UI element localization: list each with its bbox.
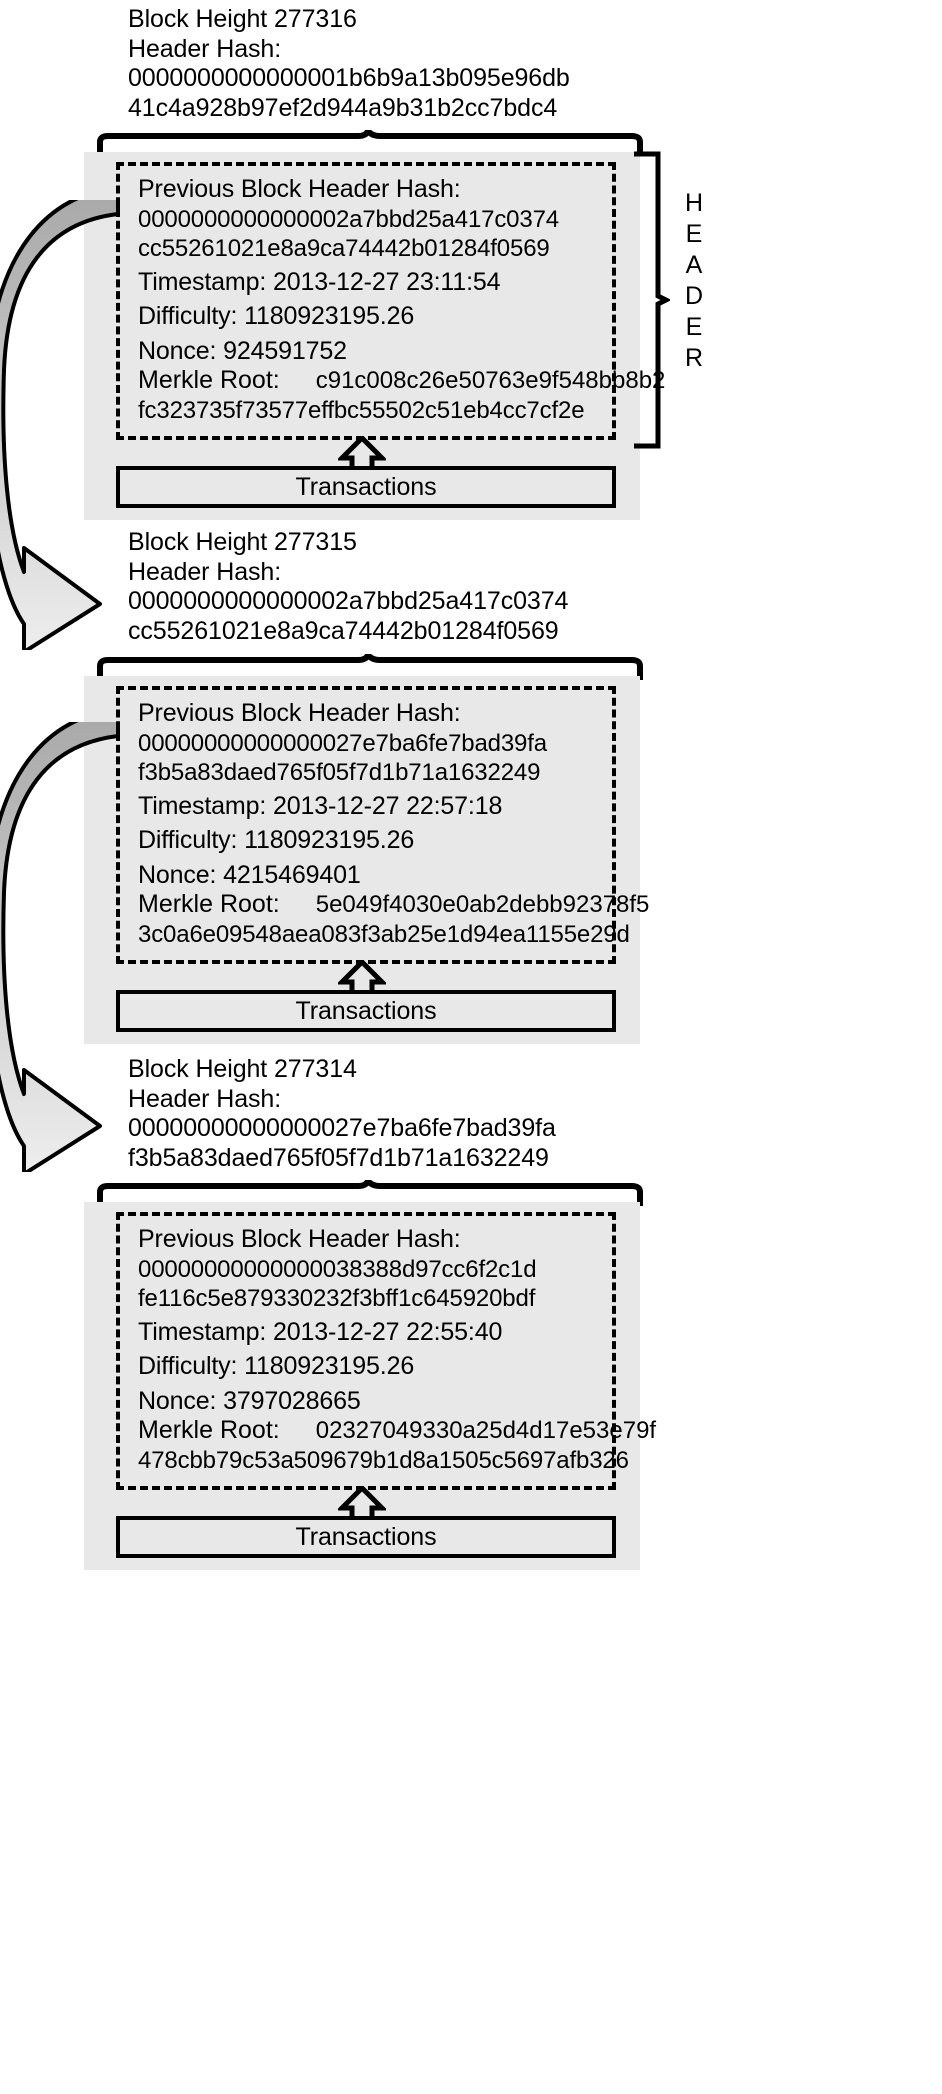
timestamp-field: Timestamp: 2013-12-27 22:57:18 bbox=[138, 791, 503, 820]
nonce-field: Nonce: 4215469401 bbox=[138, 860, 361, 889]
transactions-bar-277315[interactable]: Transactions bbox=[116, 990, 616, 1032]
merkle-root-line-1: 5e049f4030e0ab2debb92378f5 bbox=[315, 891, 650, 918]
transactions-bar-277316[interactable]: Transactions bbox=[116, 466, 616, 508]
block-header-region-277316: Previous Block Header Hash: 000000000000… bbox=[116, 162, 665, 440]
nonce-field: Nonce: 3797028665 bbox=[138, 1386, 361, 1415]
block-header-region-277314: Previous Block Header Hash: 000000000000… bbox=[116, 1212, 656, 1490]
block-brace-top bbox=[97, 1180, 643, 1206]
chain-link-arrow-277315-to-277314 bbox=[0, 722, 120, 1172]
previous-hash-line-1: 0000000000000002a7bbd25a417c0374 bbox=[138, 205, 559, 233]
header-hash-label: Header Hash: bbox=[128, 34, 282, 63]
merkle-root-row: Merkle Root: 02327049330a25d4d17e53e79f bbox=[138, 1416, 656, 1446]
merkle-root-label: Merkle Root: bbox=[138, 890, 280, 918]
block-height-label: Block Height 277316 bbox=[128, 5, 357, 33]
header-letter-h: H bbox=[684, 189, 704, 217]
difficulty-field: Difficulty: 1180923195.26 bbox=[138, 1352, 415, 1380]
previous-hash-label: Previous Block Header Hash: bbox=[138, 1225, 461, 1253]
transactions-bar-277314[interactable]: Transactions bbox=[116, 1516, 616, 1558]
merkle-root-line-1: c91c008c26e50763e9f548bb8b2 bbox=[315, 367, 666, 394]
header-letter-e1: E bbox=[685, 220, 703, 248]
transactions-label: Transactions bbox=[295, 472, 437, 501]
header-hash-line-1: 00000000000000027e7ba6fe7bad39fa bbox=[128, 1114, 556, 1142]
merkle-root-label: Merkle Root: bbox=[138, 366, 280, 394]
timestamp-field: Timestamp: 2013-12-27 22:55:40 bbox=[138, 1317, 503, 1346]
header-hash-label: Header Hash: bbox=[128, 557, 282, 586]
merkle-root-line-2: 3c0a6e09548aea083f3ab25e1d94ea1155e29d bbox=[138, 920, 630, 948]
previous-hash-label: Previous Block Header Hash: bbox=[138, 175, 461, 203]
merkle-root-line-2: fc323735f73577effbc55502c51eb4cc7cf2e bbox=[138, 396, 585, 424]
header-letter-d: D bbox=[684, 282, 704, 310]
header-letter-e2: E bbox=[685, 313, 703, 341]
merkle-root-row: Merkle Root: c91c008c26e50763e9f548bb8b2 bbox=[138, 366, 665, 396]
header-hash-line-1: 0000000000000002a7bbd25a417c0374 bbox=[128, 587, 569, 615]
previous-hash-line-2: cc55261021e8a9ca74442b01284f0569 bbox=[138, 234, 550, 262]
transactions-label: Transactions bbox=[295, 996, 437, 1025]
block-caption-277316: Block Height 277316 Header Hash: 0000000… bbox=[128, 5, 570, 123]
previous-hash-line-2: fe116c5e879330232f3bff1c645920bdf bbox=[138, 1284, 536, 1312]
previous-hash-label: Previous Block Header Hash: bbox=[138, 699, 461, 727]
header-bracket-label: H E A D E R bbox=[680, 188, 708, 374]
merkle-root-label: Merkle Root: bbox=[138, 1416, 280, 1444]
block-header-region-277315: Previous Block Header Hash: 000000000000… bbox=[116, 686, 649, 964]
block-brace-top bbox=[97, 130, 643, 156]
header-hash-line-1: 0000000000000001b6b9a13b095e96db bbox=[128, 64, 570, 92]
previous-hash-line-1: 00000000000000038388d97cc6f2c1d bbox=[138, 1255, 537, 1283]
header-letter-r: R bbox=[684, 344, 704, 372]
block-brace-top bbox=[97, 654, 643, 680]
block-caption-277315: Block Height 277315 Header Hash: 0000000… bbox=[128, 528, 568, 646]
transactions-label: Transactions bbox=[295, 1522, 437, 1551]
merkle-root-line-1: 02327049330a25d4d17e53e79f bbox=[315, 1417, 657, 1444]
chain-link-arrow-277316-to-277315 bbox=[0, 200, 120, 650]
previous-hash-line-1: 00000000000000027e7ba6fe7bad39fa bbox=[138, 729, 547, 757]
header-bracket-277316 bbox=[634, 151, 670, 449]
difficulty-field: Difficulty: 1180923195.26 bbox=[138, 302, 415, 330]
block-caption-277314: Block Height 277314 Header Hash: 0000000… bbox=[128, 1055, 556, 1173]
timestamp-field: Timestamp: 2013-12-27 23:11:54 bbox=[138, 267, 501, 296]
header-hash-line-2: cc55261021e8a9ca74442b01284f0569 bbox=[128, 616, 559, 645]
header-letter-a: A bbox=[685, 251, 703, 279]
difficulty-field: Difficulty: 1180923195.26 bbox=[138, 826, 415, 854]
nonce-field: Nonce: 924591752 bbox=[138, 336, 347, 365]
block-height-label: Block Height 277315 bbox=[128, 528, 357, 556]
previous-hash-line-2: f3b5a83daed765f05f7d1b71a1632249 bbox=[138, 758, 541, 786]
header-hash-line-2: 41c4a928b97ef2d944a9b31b2cc7bdc4 bbox=[128, 93, 558, 122]
header-hash-line-2: f3b5a83daed765f05f7d1b71a1632249 bbox=[128, 1143, 549, 1172]
merkle-root-line-2: 478cbb79c53a509679b1d8a1505c5697afb326 bbox=[138, 1446, 629, 1474]
header-hash-label: Header Hash: bbox=[128, 1084, 282, 1113]
merkle-root-row: Merkle Root: 5e049f4030e0ab2debb92378f5 bbox=[138, 890, 649, 920]
block-height-label: Block Height 277314 bbox=[128, 1055, 357, 1083]
